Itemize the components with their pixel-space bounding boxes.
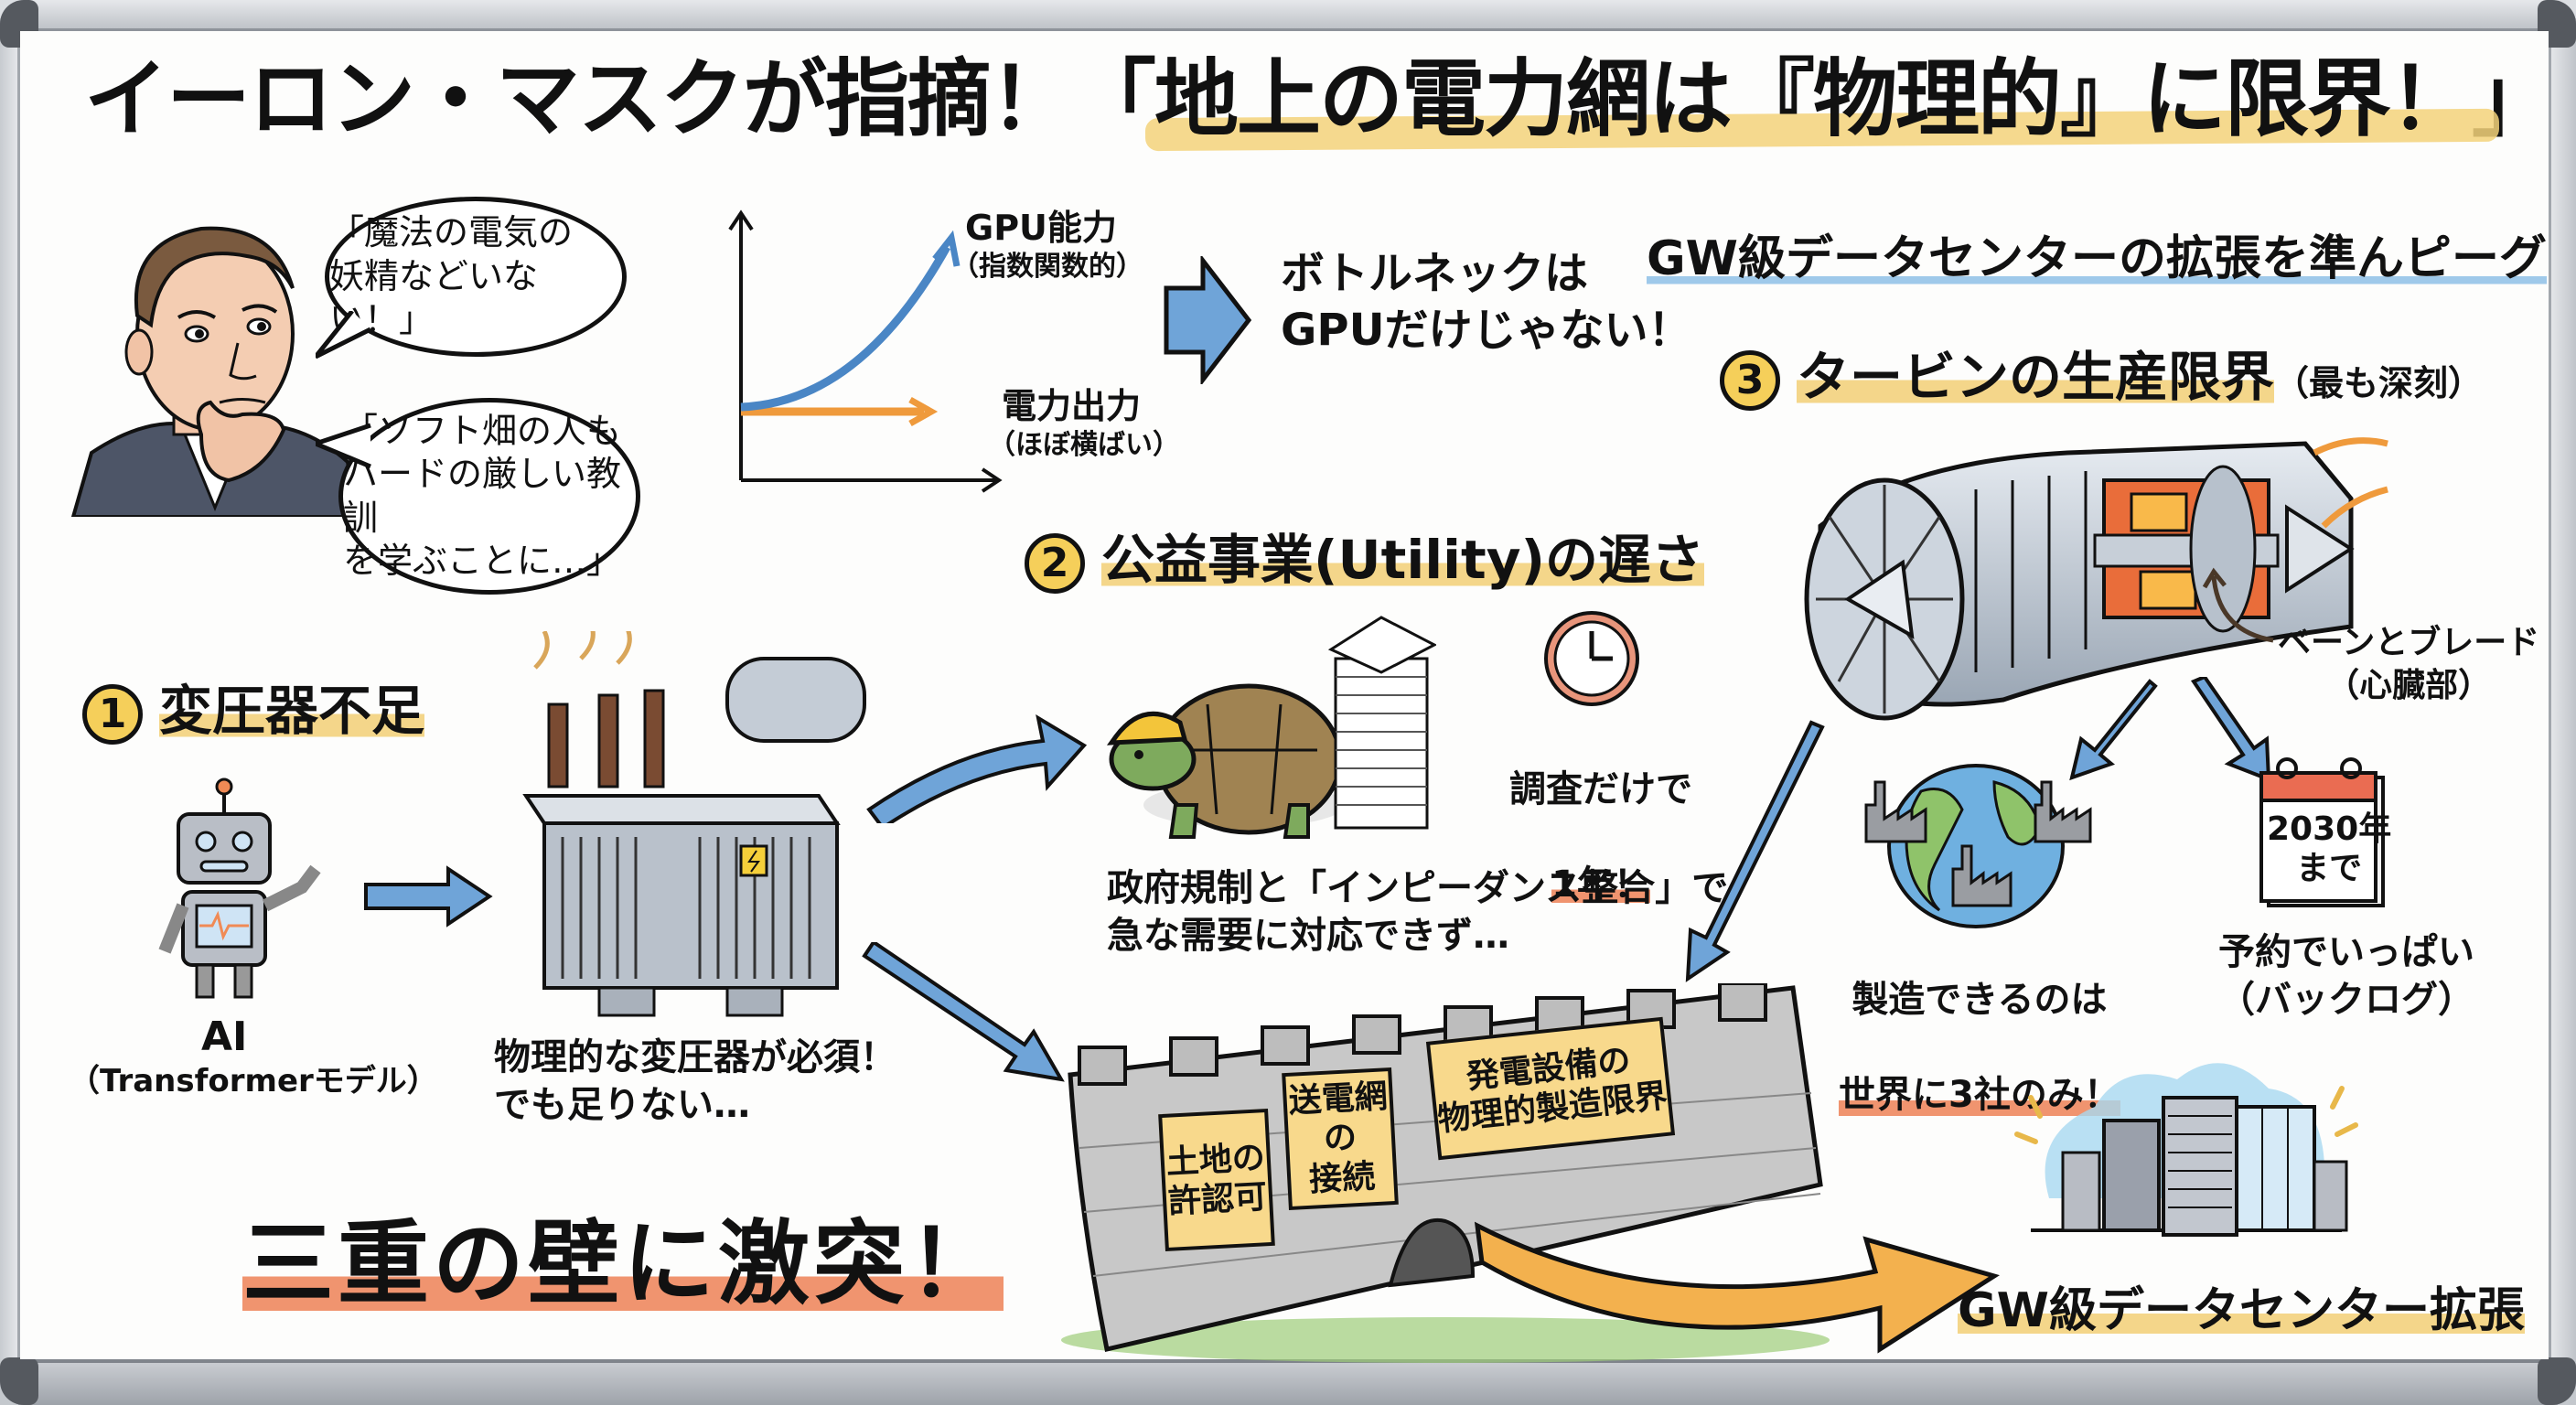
speech-bubble-tail — [316, 311, 372, 359]
electrical-transformer-icon — [522, 631, 866, 1017]
turbine-callout: ベーンとブレード （心臓部） — [2278, 624, 2540, 704]
frame-left-rail — [0, 18, 20, 1387]
arrow-down-right-icon — [862, 942, 1065, 1082]
number-badge-3: 3 — [1720, 349, 1780, 411]
gpu-power-growth-chart — [728, 209, 1003, 493]
wall-sign-manufacturing-limit: 発電設備の 物理的製造限界 — [1425, 1016, 1676, 1161]
frame-right-rail — [2549, 18, 2576, 1387]
globe-caption-line2: 世界に3社のみ！ — [1839, 1071, 2120, 1119]
ai-sublabel: （Transformerモデル） — [69, 1063, 438, 1099]
quote-1: 「魔法の電気の 妖精などいない！」 — [329, 212, 574, 340]
turtle-hardhat-icon — [1106, 683, 1345, 839]
globe-caption: 製造できるのは 世界に3社のみ！ — [1839, 928, 2120, 1166]
quote-2: 「ソフト畑の人も ハードの厳しい教訓 を学ぶことに…」 — [343, 410, 622, 582]
wall-sign-land-permits: 土地の 許認可 — [1158, 1108, 1275, 1252]
clock-icon — [1544, 611, 1639, 706]
chart-y-axis-arrow — [728, 209, 754, 231]
robot-ai-icon — [158, 778, 321, 999]
datacenter-building-icon — [2014, 1063, 2358, 1237]
section-1-title: 変圧器不足 — [159, 680, 425, 742]
datacenter-label: GW級データセンター拡張 — [1958, 1271, 2526, 1340]
block-arrow-right-icon — [1164, 256, 1252, 384]
globe-caption-line1: 製造できるのは — [1852, 979, 2108, 1021]
bottleneck-message: ボトルネックは GPUだけじゃない！ — [1281, 248, 1692, 357]
speech-bubble-1: 「魔法の電気の 妖精などいない！」 — [325, 197, 627, 357]
arrow-right-icon — [364, 865, 493, 928]
section-1-caption: 物理的な変圧器が必須！ でも足りない… — [494, 1036, 896, 1126]
crash-headline-text: 三重の壁に激突！ — [242, 1210, 1004, 1317]
section-2-title: 公益事業(Utility)の遅さ — [1101, 529, 1705, 591]
section-1-heading: 1 変圧器不足 — [82, 668, 425, 745]
gpu-capacity-arrowhead — [932, 230, 961, 267]
elon-musk-portrait-icon — [70, 226, 360, 517]
power-output-label: 電力出力 — [1002, 386, 1142, 426]
wall-sign-grid-connection: 送電網の 接続 — [1282, 1067, 1399, 1211]
frame-corner — [2538, 1357, 2576, 1405]
power-output-arrowhead — [908, 396, 939, 427]
gpu-capacity-sub: （指数関数的） — [951, 251, 1143, 283]
number-badge-1: 1 — [82, 683, 143, 745]
gpu-capacity-label: GPU能力 — [965, 208, 1117, 248]
frame-bottom-tray — [18, 1359, 2558, 1405]
calendar-icon — [2259, 757, 2385, 907]
subtitle-text: GW級データセンターの拡張を準んピーグ — [1647, 231, 2548, 286]
arrow-down-left-icon — [1685, 720, 1825, 982]
callout-arrow-icon — [2202, 567, 2274, 643]
power-output-sub: （ほぼ横ばい） — [988, 429, 1180, 461]
speech-bubble-2: 「ソフト畑の人も ハードの厳しい教訓 を学ぶことに…」 — [338, 398, 640, 595]
section-3-title: タービンの生産限界 — [1797, 346, 2275, 408]
speech-bubble-tail — [316, 423, 371, 469]
clock-caption-line2: 1年！ — [1551, 863, 1650, 906]
section-2-caption: 政府規制と「インピーダンス整合」で 急な需要に対応できず… — [1107, 867, 1729, 957]
gpu-capacity-curve — [740, 244, 950, 412]
ai-label: AI — [201, 1014, 248, 1060]
gas-turbine-icon — [1804, 437, 2388, 721]
arrow-through-wall-icon — [1474, 1221, 2001, 1354]
arrow-down-right-icon — [2190, 677, 2271, 782]
section-3-heading: 3 タービンの生産限界（最も深刻） — [1720, 334, 2483, 411]
crash-headline: 三重の壁に激突！ — [242, 1189, 1004, 1322]
subtitle: GW級データセンターの拡張を準んピーグ — [1647, 220, 2548, 288]
chart-x-axis-arrow — [981, 467, 1003, 493]
arrow-down-left-icon — [2069, 679, 2158, 781]
title-part1: イーロン・マスクが指摘！「 — [84, 50, 1156, 148]
number-badge-2: 2 — [1025, 532, 1085, 594]
document-stack-icon — [1327, 616, 1436, 830]
calendar-caption: 予約でいっぱい （バックログ） — [2218, 931, 2474, 1021]
globe-factories-icon — [1864, 764, 2092, 928]
page-title: イーロン・マスクが指摘！「地上の電力網は『物理的』に限界！」 — [84, 50, 2556, 148]
clock-caption: 調査だけで 1年！ — [1509, 718, 1692, 956]
section-2-heading: 2 公益事業(Utility)の遅さ — [1025, 517, 1705, 594]
frame-corner — [0, 1357, 38, 1405]
title-highlighted: 地上の電力網は『物理的』に限界！ — [1154, 50, 2474, 148]
arrow-up-right-icon — [866, 713, 1088, 823]
datacenter-label-text: GW級データセンター拡張 — [1958, 1283, 2526, 1338]
section-3-subtitle: （最も深刻） — [2274, 363, 2484, 403]
calendar-text: 2030年 まで — [2267, 810, 2392, 888]
clock-caption-line1: 調査だけで — [1509, 768, 1692, 810]
frame-top-rail — [18, 0, 2558, 31]
